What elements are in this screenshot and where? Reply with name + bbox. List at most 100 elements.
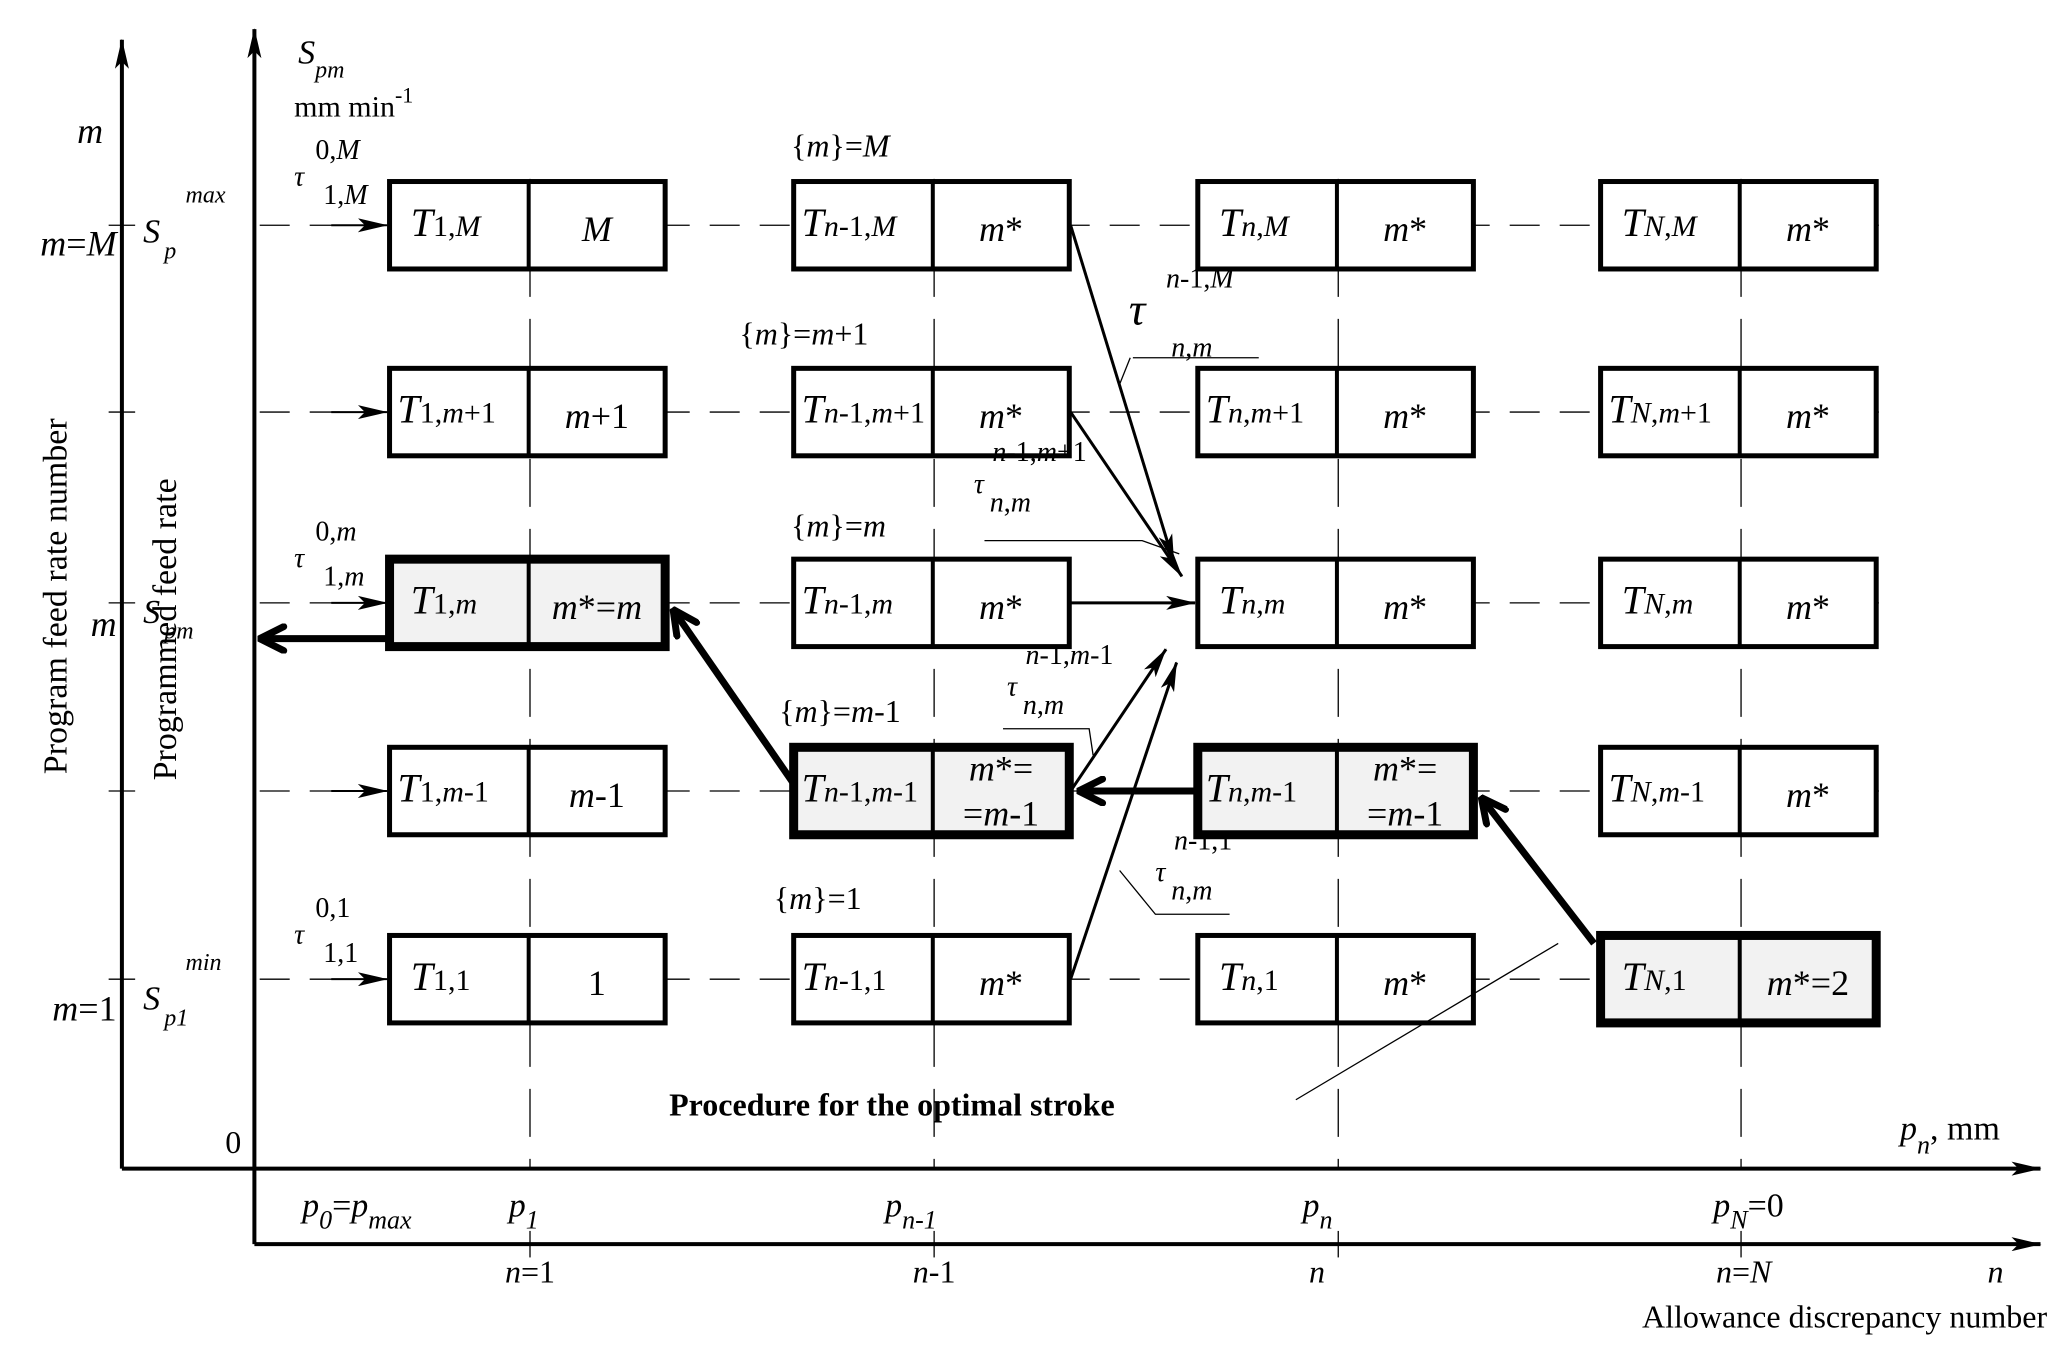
optimal-number-value-line2: =m-1 bbox=[963, 793, 1039, 833]
cost-label: TN,m-1 bbox=[1609, 766, 1705, 811]
axes bbox=[114, 28, 2042, 1252]
transition-arrow-from-1 bbox=[1069, 661, 1179, 980]
cost-label: T1,1 bbox=[411, 954, 471, 999]
tick-main: S bbox=[143, 594, 160, 631]
optimal-path-arrow-n-1-to-1 bbox=[673, 610, 796, 784]
tau-sup: n-1,1 bbox=[1174, 825, 1232, 856]
cost-label: T1,m+1 bbox=[398, 387, 496, 432]
left-axis-label: m bbox=[77, 111, 103, 151]
cost-label: TN,1 bbox=[1622, 954, 1687, 999]
tau-sub: n,m bbox=[1171, 332, 1212, 363]
optimal-number-value-line1: m*= bbox=[969, 748, 1033, 788]
optimal-number-value: m* bbox=[1383, 587, 1427, 627]
optimal-number-value: m* bbox=[1786, 209, 1830, 249]
tau-input-label: τ 0,m 1,m bbox=[294, 517, 364, 593]
optimal-number-value: m* bbox=[1786, 775, 1830, 815]
cost-label: Tn-1,1 bbox=[802, 954, 887, 999]
tick-sub: pm bbox=[162, 619, 193, 645]
cost-label: Tn,1 bbox=[1219, 954, 1279, 999]
inner-axis-title: Programmed feed rate bbox=[147, 478, 184, 780]
state-box-col-n-row-4: Tn,1 m* bbox=[1195, 932, 1476, 1026]
cost-label: TN,m+1 bbox=[1609, 387, 1712, 432]
optimal-number-value: m* bbox=[979, 963, 1023, 1003]
transition-arrow-from-m-minus-1 bbox=[1069, 648, 1168, 792]
inner-axis-label: Spm bbox=[298, 35, 344, 84]
tau-leader-line bbox=[1119, 357, 1131, 385]
optimal-number-value: m* bbox=[1383, 963, 1427, 1003]
optimal-number-value: M bbox=[581, 209, 614, 249]
left-axis-tick-label: m=1 bbox=[52, 988, 116, 1028]
n-axis-title: Allowance discrepancy number bbox=[1642, 1299, 2048, 1335]
optimal-number-value-line2: =m-1 bbox=[1367, 793, 1443, 833]
optimal-number-value: m+1 bbox=[565, 396, 629, 436]
tau-sup: n-1,m-1 bbox=[1026, 640, 1114, 671]
set-label: {m}=m bbox=[791, 508, 886, 544]
tau-symbol: τ bbox=[294, 162, 305, 193]
tau-sup: 0,1 bbox=[315, 893, 350, 924]
tau-transition-label: τn-1,Mn,m bbox=[1129, 264, 1235, 364]
tau-transition-label: τn-1,1n,m bbox=[1155, 825, 1232, 906]
state-box-col-N-row-3: TN,m-1 m* bbox=[1598, 744, 1879, 838]
optimal-number-value: m* bbox=[979, 209, 1023, 249]
tau-symbol: τ bbox=[294, 543, 305, 574]
optimal-number-value-line1: m*= bbox=[1373, 748, 1437, 788]
tick-sup: min bbox=[186, 950, 222, 976]
p-axis-label: pn, mm bbox=[1898, 1111, 2000, 1160]
optimal-number-value: m* bbox=[1786, 587, 1830, 627]
tau-symbol: τ bbox=[294, 919, 305, 950]
tick-main: S bbox=[143, 213, 160, 250]
tau-sub: 1,m bbox=[323, 562, 364, 593]
annotation-leader-line bbox=[1295, 942, 1559, 1101]
state-box-col-n-row-2: Tn,m m* bbox=[1195, 556, 1476, 650]
set-label: {m}=M bbox=[791, 127, 892, 163]
cost-label: Tn,m bbox=[1219, 577, 1285, 622]
p-axis-tick-label: p1 bbox=[507, 1187, 539, 1234]
state-box-col-N-row-1: TN,m+1 m* bbox=[1598, 365, 1879, 459]
set-label: {m}=m-1 bbox=[779, 693, 901, 729]
p-axis-tick-label: pn-1 bbox=[883, 1187, 937, 1234]
n-axis-tick-label: n=N bbox=[1716, 1254, 1773, 1290]
tau-leader-line bbox=[984, 539, 1180, 555]
state-box-col-n-row-3: Tn,m-1m*==m-1 bbox=[1193, 742, 1478, 840]
left-axis-title: Program feed rate number bbox=[37, 418, 74, 775]
tau-sub: 1,M bbox=[323, 180, 369, 211]
transition-arrow-from-m-plus-1 bbox=[1069, 411, 1184, 578]
tau-sup: n-1,m+1 bbox=[992, 437, 1086, 468]
tau-sub: n,m bbox=[990, 487, 1031, 518]
tau-sup: 0,m bbox=[315, 517, 356, 548]
optimal-path-arrow-N-to-n bbox=[1481, 798, 1597, 946]
tau-transition-label: τn-1,m+1n,m bbox=[974, 437, 1087, 518]
tau-sub: 1,1 bbox=[323, 938, 358, 969]
state-box-col-N-row-4: TN,1 m*=2 bbox=[1596, 930, 1881, 1028]
cost-label: Tn-1,m bbox=[802, 577, 893, 622]
set-label: {m}=1 bbox=[774, 880, 862, 916]
state-box-col-n-1-row-4: Tn-1,1 m* bbox=[791, 932, 1072, 1026]
cost-label: Tn,M bbox=[1219, 200, 1291, 245]
set-label: {m}=m+1 bbox=[739, 316, 868, 352]
p-axis-tick-label: pN=0 bbox=[1711, 1187, 1784, 1234]
optimal-number-value: 1 bbox=[588, 963, 606, 1003]
optimal-number-value: m* bbox=[1786, 396, 1830, 436]
state-box-col-n-1-row-3: Tn-1,m-1m*==m-1 bbox=[789, 742, 1074, 840]
tau-leader-line bbox=[1119, 870, 1230, 915]
transition-arrow-from-M bbox=[1069, 224, 1176, 565]
optimal-number-value: m*=2 bbox=[1767, 963, 1849, 1003]
cost-label: T1,M bbox=[411, 200, 483, 245]
tau-symbol: τ bbox=[1007, 672, 1018, 703]
state-box-col-n-1-row-2: Tn-1,m m* bbox=[791, 556, 1072, 650]
optimal-number-value: m*=m bbox=[552, 587, 642, 627]
tau-input-label: τ 0,1 1,1 bbox=[294, 893, 358, 969]
optimal-number-value: m-1 bbox=[569, 775, 625, 815]
optimal-number-value: m* bbox=[1383, 209, 1427, 249]
state-box-col-n-row-0: Tn,M m* bbox=[1195, 179, 1476, 272]
cost-label: TN,m bbox=[1622, 577, 1693, 622]
left-axis-tick-label: m bbox=[91, 604, 117, 644]
optimal-number-value: m* bbox=[979, 587, 1023, 627]
